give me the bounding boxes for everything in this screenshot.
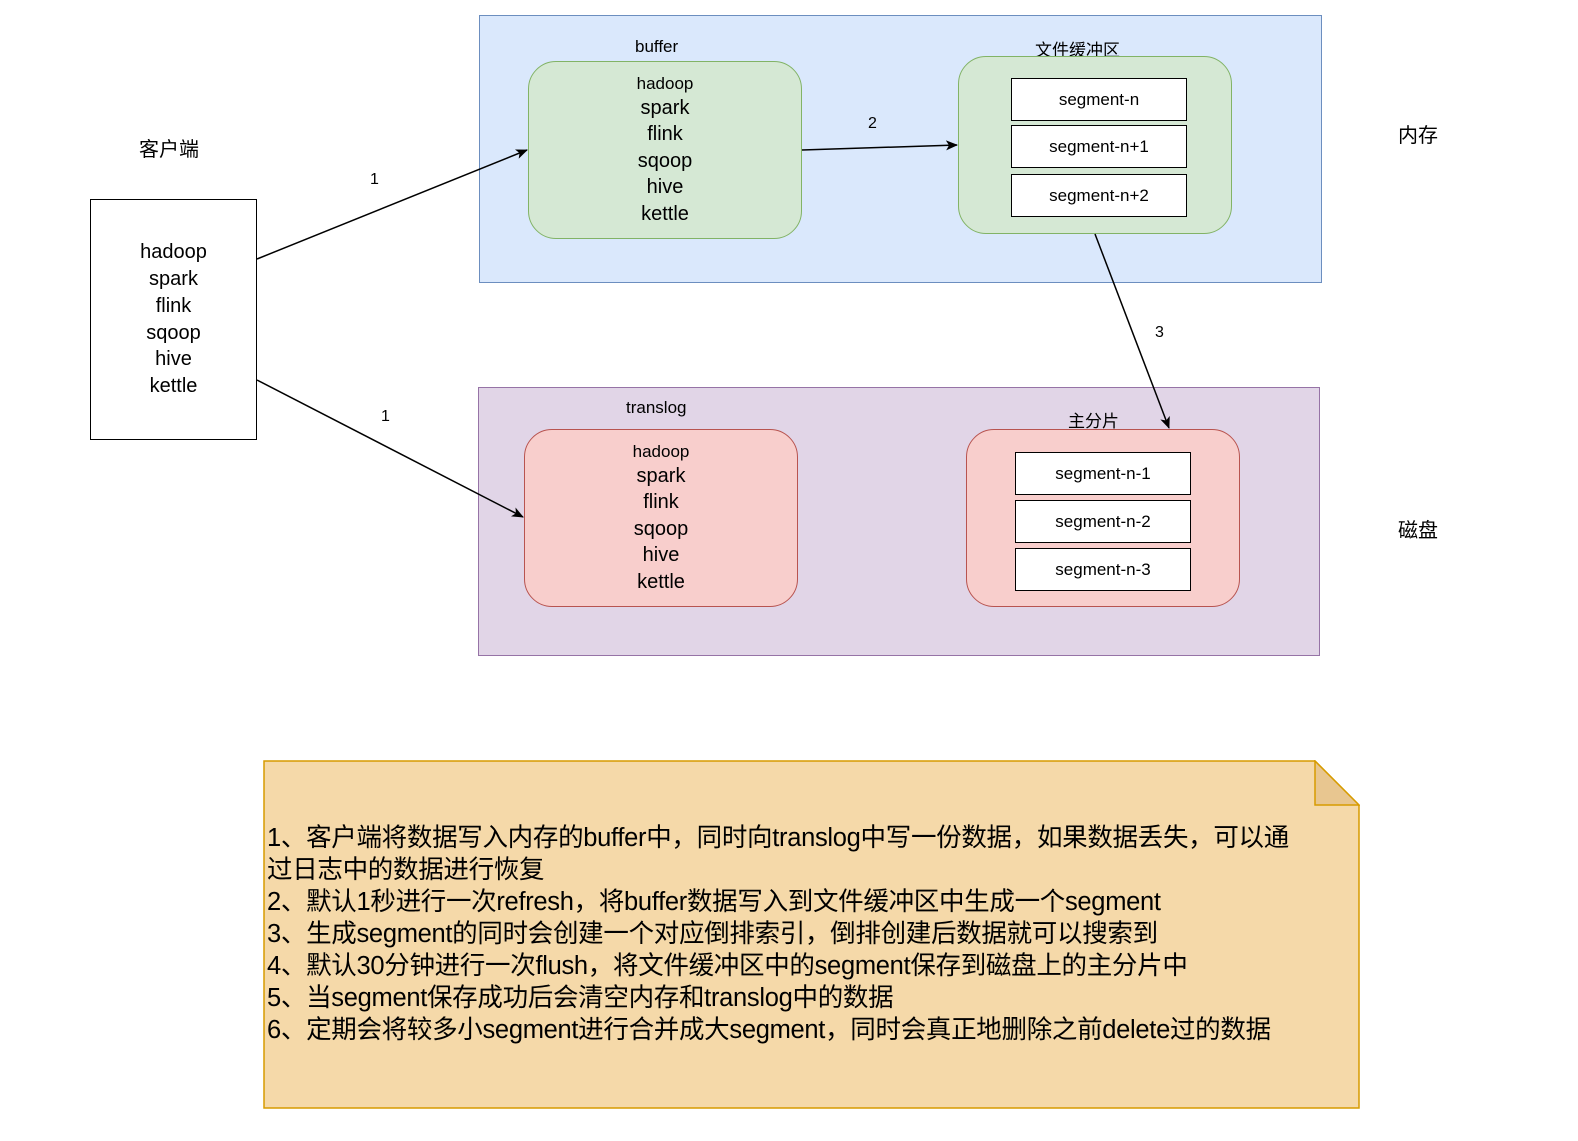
note-text: 1、客户端将数据写入内存的buffer中，同时向translog中写一份数据，如…	[267, 822, 1357, 1046]
client-item: hadoop	[140, 241, 207, 264]
buffer-item: kettle	[641, 202, 689, 225]
translog-item: spark	[636, 464, 686, 487]
client-item: sqoop	[146, 321, 201, 344]
buffer-title: buffer	[635, 37, 679, 56]
file-cache-segment: segment-n+1	[1011, 125, 1187, 168]
memory-side-label: 内存	[1398, 125, 1438, 147]
client-title: 客户端	[139, 139, 199, 161]
note-line: 1、客户端将数据写入内存的buffer中，同时向translog中写一份数据，如…	[267, 824, 1289, 852]
primary-shard-segment: segment-n-2	[1015, 500, 1191, 543]
note-line: 3、生成segment的同时会创建一个对应倒排索引，倒排创建后数据就可以搜索到	[267, 920, 1158, 948]
file-cache-segment: segment-n+2	[1011, 174, 1187, 217]
client-item: hive	[155, 348, 192, 371]
note-line: 4、默认30分钟进行一次flush，将文件缓冲区中的segment保存到磁盘上的…	[267, 952, 1188, 980]
client-item: spark	[149, 267, 198, 290]
note-line: 2、默认1秒进行一次refresh，将buffer数据写入到文件缓冲区中生成一个…	[267, 888, 1161, 916]
disk-side-label: 磁盘	[1398, 520, 1438, 542]
translog-box: hadoop spark flink sqoop hive kettle	[524, 429, 798, 607]
translog-item: flink	[643, 491, 679, 514]
note-card: 1、客户端将数据写入内存的buffer中，同时向translog中写一份数据，如…	[263, 760, 1360, 1109]
file-cache-segment: segment-n	[1011, 78, 1187, 121]
arrow-label: 1	[370, 171, 379, 188]
file-cache-title: 文件缓冲区	[1035, 41, 1120, 60]
client-item: flink	[155, 294, 192, 317]
note-line: 6、定期会将较多小segment进行合并成大segment，同时会真正地删除之前…	[267, 1016, 1271, 1044]
note-line: 5、当segment保存成功后会清空内存和translog中的数据	[267, 984, 894, 1012]
buffer-item: hive	[646, 176, 684, 199]
translog-item: hive	[642, 544, 680, 567]
arrow-label: 1	[381, 408, 390, 425]
client-item-list: hadoop spark flink sqoop hive kettle	[91, 200, 256, 439]
buffer-item: sqoop	[637, 149, 693, 172]
client-item: kettle	[149, 375, 198, 398]
buffer-item: spark	[640, 96, 690, 119]
translog-title: translog	[626, 398, 687, 417]
translog-item: sqoop	[633, 517, 689, 540]
arrow-label: 3	[1155, 324, 1164, 341]
arrow-label: 2	[868, 115, 877, 132]
buffer-item: flink	[647, 123, 683, 146]
client-box: hadoop spark flink sqoop hive kettle	[90, 199, 257, 440]
primary-shard-segment: segment-n-3	[1015, 548, 1191, 591]
note-line: 过日志中的数据进行恢复	[267, 856, 545, 884]
buffer-box: hadoop spark flink sqoop hive kettle	[528, 61, 802, 239]
primary-shard-segment: segment-n-1	[1015, 452, 1191, 495]
note-shape	[263, 760, 1360, 1109]
buffer-item: hadoop	[636, 73, 694, 93]
translog-item: hadoop	[632, 441, 690, 461]
translog-item: kettle	[637, 570, 685, 593]
